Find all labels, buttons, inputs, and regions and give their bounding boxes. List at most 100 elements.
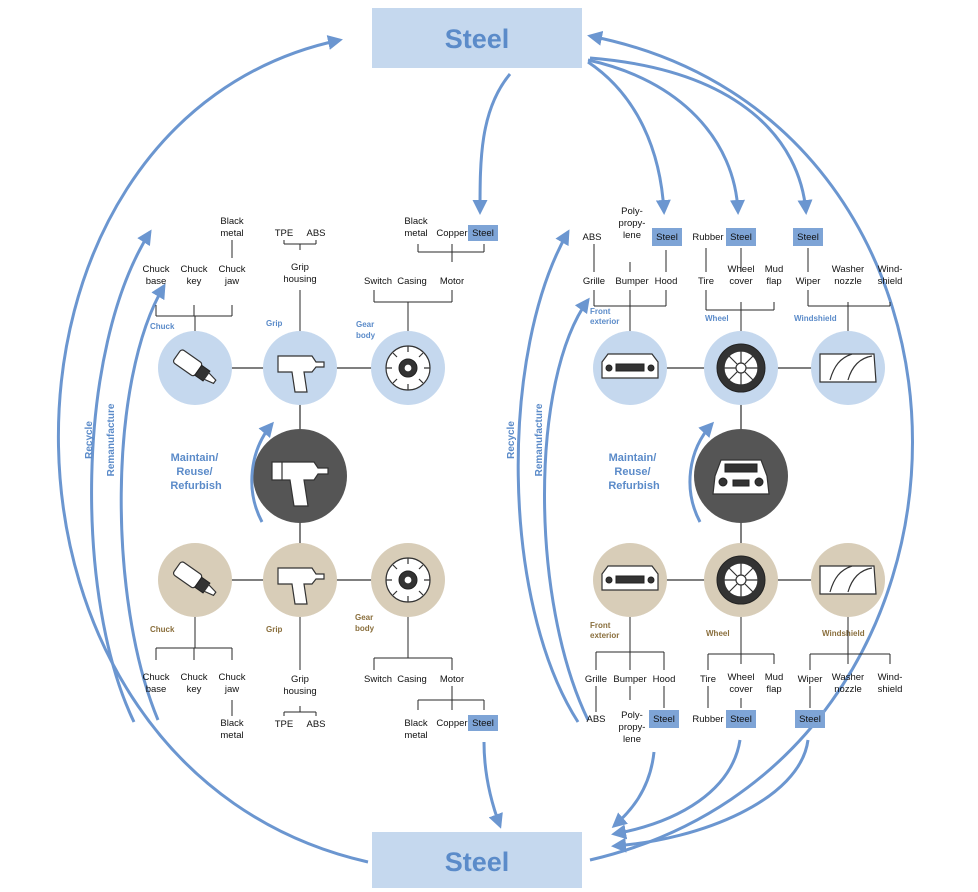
drill-hub: Maintain/ Reuse/ Refurbish: [150, 319, 445, 634]
arrow-right-recycle: [516, 229, 580, 723]
svg-text:ABS: ABS: [586, 714, 605, 725]
car-top-wheel-caption: Wheel: [705, 314, 729, 323]
car-bottom-wheel-caption: Wheel: [706, 629, 730, 638]
svg-text:TPE: TPE: [275, 228, 293, 239]
drill-top-gear-caption: Gear body: [356, 320, 376, 340]
svg-text:Bumper: Bumper: [615, 276, 648, 287]
arrow-left-recycle: [90, 229, 152, 723]
svg-text:Steel: Steel: [472, 228, 494, 239]
svg-text:Switch: Switch: [364, 674, 392, 685]
drill-icon: [277, 355, 325, 393]
svg-text:Steel: Steel: [656, 232, 678, 243]
arrow-right-remanufacture: [543, 297, 590, 721]
svg-text:Rubber: Rubber: [692, 232, 723, 243]
arrow-steel-to-drill-motor: [472, 73, 512, 215]
svg-text:Tire: Tire: [698, 276, 714, 287]
svg-text:Bumper: Bumper: [613, 674, 646, 685]
arrow-right-outer: [587, 30, 914, 862]
svg-text:TPE: TPE: [275, 719, 293, 730]
svg-text:Switch: Switch: [364, 276, 392, 287]
chuck-icon: [172, 561, 217, 597]
drill-center-icon: [271, 461, 329, 507]
svg-text:Tire: Tire: [700, 674, 716, 685]
svg-text:Grille: Grille: [585, 674, 607, 685]
arrow-steel-to-wiper: [589, 56, 813, 215]
svg-text:Hood: Hood: [653, 674, 676, 685]
svg-text:Steel: Steel: [730, 714, 752, 725]
svg-text:Steel: Steel: [730, 232, 752, 243]
drill-maintain-arrow: [250, 421, 274, 523]
svg-text:Steel: Steel: [472, 718, 494, 729]
svg-text:ABS: ABS: [306, 719, 325, 730]
chuck-icon: [172, 349, 217, 385]
wheel-icon: [716, 555, 766, 605]
left-recycle-label: Recycle: [84, 421, 95, 459]
steel-bottom-label: Steel: [445, 847, 510, 877]
svg-text:Casing: Casing: [397, 276, 427, 287]
svg-text:Poly-propy-lene: Poly-propy-lene: [619, 710, 646, 745]
car-center-label: Maintain/ Reuse/ Refurbish: [608, 452, 660, 492]
car-bumper-icon: [601, 353, 659, 379]
windshield-wiper-icon: [819, 565, 877, 595]
svg-text:ABS: ABS: [306, 228, 325, 239]
arrow-drill-steel-to-bottom: [482, 741, 503, 829]
arrow-wiper-steel-to-bottom: [611, 739, 810, 853]
svg-text:ABS: ABS: [582, 232, 601, 243]
car-maintain-arrow: [688, 421, 715, 523]
arrow-left-remanufacture: [119, 283, 166, 721]
svg-text:Copper: Copper: [436, 228, 467, 239]
car-bottom-windshield-caption: Windshield: [822, 629, 865, 638]
left-remanufacture-label: Remanufacture: [106, 403, 117, 476]
arrow-steel-to-wheel: [587, 58, 745, 215]
arrow-wheel-steel-to-bottom: [611, 739, 742, 840]
right-recycle-label: Recycle: [506, 421, 517, 459]
car-top-trees: Grille Bumper Hood ABS Poly-propy-lene S…: [582, 206, 902, 331]
svg-text:Wind-shield: Wind-shield: [878, 672, 903, 695]
svg-text:Rubber: Rubber: [692, 714, 723, 725]
right-inner-arrows: Recycle Remanufacture: [506, 229, 590, 723]
drill-bottom-gear-caption: Gear body: [355, 613, 375, 633]
car-top-windshield-caption: Windshield: [794, 314, 837, 323]
windshield-wiper-icon: [819, 353, 877, 383]
svg-text:Steel: Steel: [653, 714, 675, 725]
svg-text:Wiper: Wiper: [798, 674, 823, 685]
car-hub: Maintain/ Reuse/ Refurbish: [590, 307, 885, 640]
svg-text:Casing: Casing: [397, 674, 427, 685]
drill-top-grip-caption: Grip: [266, 319, 283, 328]
drill-icon: [277, 567, 325, 605]
arrow-steel-to-hood: [587, 60, 671, 215]
svg-text:Grille: Grille: [583, 276, 605, 287]
car-bottom-front-caption: Front exterior: [590, 621, 619, 640]
arrow-hood-steel-to-bottom: [611, 751, 656, 828]
drill-bottom-grip-caption: Grip: [266, 625, 283, 634]
car-bottom-trees: Grille Bumper Hood ABS Poly-propy-lene S…: [585, 617, 903, 745]
svg-text:Steel: Steel: [799, 714, 821, 725]
car-bumper-icon: [601, 565, 659, 591]
outer-arrows: [56, 30, 914, 864]
arrow-left-outer: [56, 35, 369, 864]
car-top-front-caption: Front exterior: [590, 307, 619, 326]
svg-text:Motor: Motor: [440, 674, 464, 685]
right-remanufacture-label: Remanufacture: [534, 403, 545, 476]
svg-text:Wiper: Wiper: [796, 276, 821, 287]
steel-box-top: Steel: [372, 8, 582, 68]
